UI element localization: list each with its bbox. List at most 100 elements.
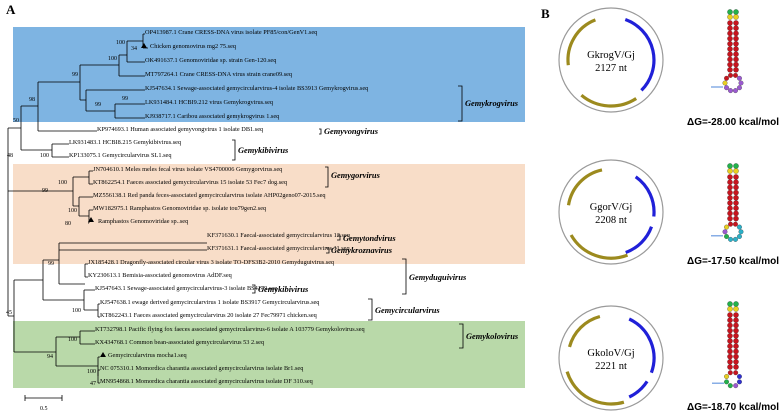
nucleotide-bead	[733, 51, 739, 57]
nucleotide-bead	[737, 224, 742, 230]
bootstrap-value: 34	[131, 46, 137, 52]
nucleotide-bead	[727, 25, 733, 31]
free-energy-labels: ΔG=-28.00 kcal/mol ΔG=-17.50 kcal/mol ΔG…	[687, 117, 779, 412]
bootstrap-value: 80	[65, 221, 71, 227]
genus-label-gemycircularvirus: Gemycircularvirus	[375, 306, 440, 315]
scale-bar-label: 0.5	[40, 406, 48, 412]
nucleotide-bead	[737, 85, 742, 91]
nucleotide-bead	[733, 322, 739, 329]
nucleotide-bead	[727, 200, 733, 206]
leaf-label: Chicken genomovirus mg2 75.seq	[150, 43, 237, 50]
tree-branch	[83, 289, 98, 311]
tree-branch	[97, 303, 100, 318]
leaf-label: KF371630.1 Faecal-associated gemycircula…	[207, 232, 351, 239]
bootstrap-value: 100	[72, 308, 81, 314]
nucleotide-bead	[737, 374, 742, 379]
bootstrap-value: 100	[68, 337, 77, 343]
bootstrap-value: 47	[90, 381, 96, 387]
nucleotide-bead	[733, 20, 739, 26]
nucleotide-bead	[733, 163, 739, 169]
genome-name: GkrogV/Gj	[587, 50, 635, 61]
leaf-label: Ramphastos Genomoviridae sp..seq	[98, 218, 189, 225]
genome-size: 2221 nt	[595, 361, 627, 372]
nucleotide-bead	[737, 75, 742, 81]
bootstrap-value: 99	[72, 72, 78, 78]
nucleotide-bead	[733, 327, 739, 334]
nucleotide-bead	[727, 168, 733, 174]
nucleotide-bead	[727, 317, 733, 323]
nucleotide-bead	[727, 174, 733, 180]
leaf-label: MW182975.1 Ramphastos Genomoviridae sp. …	[93, 205, 267, 212]
nucleotide-bead	[727, 343, 733, 349]
nucleotide-bead	[727, 348, 733, 355]
nucleotide-bead	[733, 61, 739, 68]
leaf-labels: OP413987.1 Crane CRESS-DNA virus isolate…	[69, 29, 369, 385]
tree-branch	[55, 336, 98, 367]
leaf-label: OP413987.1 Crane CRESS-DNA virus isolate…	[145, 29, 318, 36]
genus-label-gemykibivirus: Gemykibivirus	[238, 146, 288, 155]
triangle-marker-chicken	[141, 43, 147, 48]
orf-arc	[566, 168, 603, 206]
nucleotide-bead	[733, 189, 739, 196]
nucleotide-bead	[724, 379, 729, 385]
genome-maps: GkrogV/Gj 2127 nt GgorV/Gj 2208 nt Gkolo…	[558, 7, 664, 411]
nucleotide-bead	[733, 14, 739, 20]
leaf-label: MT797264.1 Crane CRESS-DNA virus strain …	[145, 71, 293, 78]
stem-loop-gkolov	[712, 301, 742, 389]
nucleotide-bead	[733, 9, 739, 15]
clade-bg-gemygorvirus	[13, 164, 525, 264]
nucleotide-bead	[733, 383, 739, 389]
bootstrap-value: 100	[68, 208, 77, 214]
nucleotide-bead	[727, 56, 733, 63]
free-energy-label: ΔG=-28.00 kcal/mol	[687, 117, 779, 128]
nucleotide-bead	[727, 67, 733, 73]
nucleotide-bead	[727, 338, 733, 344]
nucleotide-bead	[724, 374, 729, 379]
nucleotide-bead	[733, 56, 739, 63]
tree-branch	[126, 40, 145, 63]
panel-label-a: A	[6, 2, 16, 17]
leaf-label: NC 075310.1 Momordica charantia associat…	[100, 365, 304, 372]
leaf-label: KT862243.1 Faeces associated gemycircula…	[100, 312, 318, 319]
leaf-label: KT732798.1 Pacific flying fox faeces ass…	[95, 326, 366, 333]
bootstrap-value: 100	[40, 153, 49, 159]
tree-branch	[79, 64, 119, 101]
orf-arc	[566, 18, 597, 66]
stem-loop-gkrogv	[711, 9, 744, 94]
genome-size: 2127 nt	[595, 63, 627, 74]
leaf-label: MN954868.1 Momordica charantia associate…	[100, 378, 314, 385]
nucleotide-bead	[733, 312, 739, 318]
leaf-label: KP133075.1 Gemycircularvirus SL1.seq	[69, 152, 172, 159]
leaf-label: KJ547634.1 Sewage-associated gemycircula…	[145, 85, 369, 92]
nucleotide-bead	[727, 215, 733, 222]
bootstrap-value: 100	[87, 369, 96, 375]
nucleotide-bead	[727, 333, 733, 339]
tree-branch	[118, 54, 145, 77]
orf-arc	[634, 175, 656, 217]
genus-label-gemykrogvirus: Gemykrogvirus	[465, 99, 518, 108]
bootstrap-value: 100	[116, 40, 125, 46]
nucleotide-bead	[733, 30, 739, 37]
nucleotide-bead	[727, 322, 733, 329]
tree-branch	[97, 356, 100, 376]
clade-backgrounds	[13, 27, 525, 388]
nucleotide-bead	[733, 221, 738, 227]
leaf-label: OK491637.1 Genomoviridae sp. strain Gen-…	[145, 57, 277, 64]
leaf-label: MZ556138.1 Red panda feces-associated ge…	[93, 192, 326, 199]
nucleotide-bead	[727, 205, 733, 211]
nucleotide-bead	[733, 67, 739, 73]
free-energy-label: ΔG=-18.70 kcal/mol	[687, 402, 779, 412]
tree-branch	[88, 170, 93, 185]
nucleotide-bead	[733, 35, 739, 42]
nucleotide-bead	[727, 41, 733, 47]
leaf-label: LK931483.1 HCBI8.215 Gemykibivirus.seq	[69, 139, 182, 146]
bootstrap-value: 45	[6, 310, 12, 316]
orf-arc	[569, 234, 629, 260]
nucleotide-bead	[733, 364, 739, 370]
nucleotide-bead	[727, 30, 733, 37]
nucleotide-bead	[738, 80, 744, 86]
nucleotide-bead	[733, 301, 739, 307]
scale-bar: 0.5	[24, 395, 63, 412]
nucleotide-bead	[733, 348, 739, 355]
